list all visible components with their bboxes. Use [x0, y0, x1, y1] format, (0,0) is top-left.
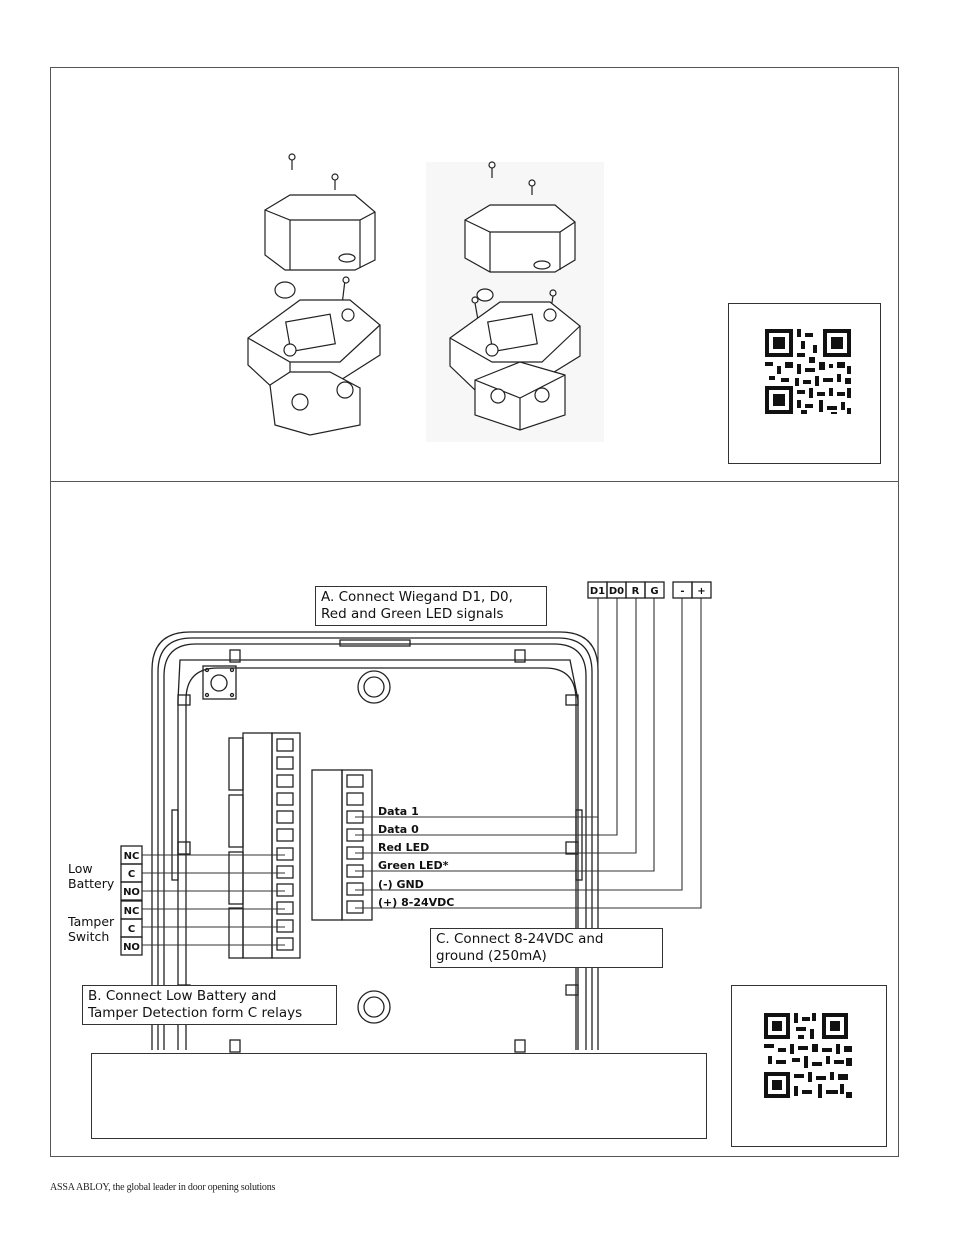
wire-label-data1: Data 1	[378, 805, 419, 818]
relay-terminal-block	[228, 732, 301, 959]
signal-terminal-label: D1	[590, 586, 605, 597]
signal-terminal-label: G	[650, 586, 658, 597]
callout-relays: B. Connect Low Battery and Tamper Detect…	[82, 985, 337, 1025]
signal-terminal-label: R	[632, 586, 640, 597]
relay-terminal-label: C	[128, 869, 135, 880]
single-gang-assembly	[247, 153, 381, 436]
relay-terminal-label: NO	[123, 942, 140, 953]
signal-terminal-label: D0	[609, 586, 624, 597]
square-box-assembly	[426, 161, 604, 442]
relay-terminal-label: NC	[124, 851, 140, 862]
mounting-illustration	[247, 153, 604, 442]
relay-terminal-label: C	[128, 924, 135, 935]
power-terminal-label: -	[680, 586, 684, 597]
signal-terminal-block	[311, 769, 373, 921]
low-battery-label: Low Battery	[68, 861, 115, 891]
qr-code-frame-bottom	[731, 985, 887, 1147]
signal-terminal-boxes	[587, 581, 712, 599]
relay-terminal-boxes	[120, 845, 143, 956]
wire-label-power: (+) 8-24VDC	[378, 896, 454, 909]
note-box	[91, 1053, 707, 1139]
power-terminal-label: +	[697, 586, 705, 597]
qr-code-frame-top	[728, 303, 881, 464]
qr-code-icon	[765, 329, 851, 414]
wiring-panel	[50, 481, 899, 1157]
tamper-switch-label: Tamper Switch	[68, 914, 115, 944]
relay-terminal-label: NO	[123, 887, 140, 898]
tamper-button	[202, 665, 237, 700]
mounting-hole-bottom	[357, 990, 391, 1024]
callout-wiegand: A. Connect Wiegand D1, D0, Red and Green…	[315, 586, 547, 626]
mounting-hole-top	[357, 670, 391, 704]
wire-label-red-led: Red LED	[378, 841, 429, 854]
reader-housing	[151, 631, 599, 1050]
wire-label-green-led: Green LED*	[378, 859, 449, 872]
wire-label-data0: Data 0	[378, 823, 419, 836]
footer-tagline: ASSA ABLOY, the global leader in door op…	[50, 1182, 276, 1193]
wire-label-gnd: (-) GND	[378, 878, 424, 891]
callout-power: C. Connect 8-24VDC and ground (250mA)	[430, 928, 663, 968]
relay-terminal-label: NC	[124, 906, 140, 917]
qr-code-icon	[764, 1013, 852, 1098]
